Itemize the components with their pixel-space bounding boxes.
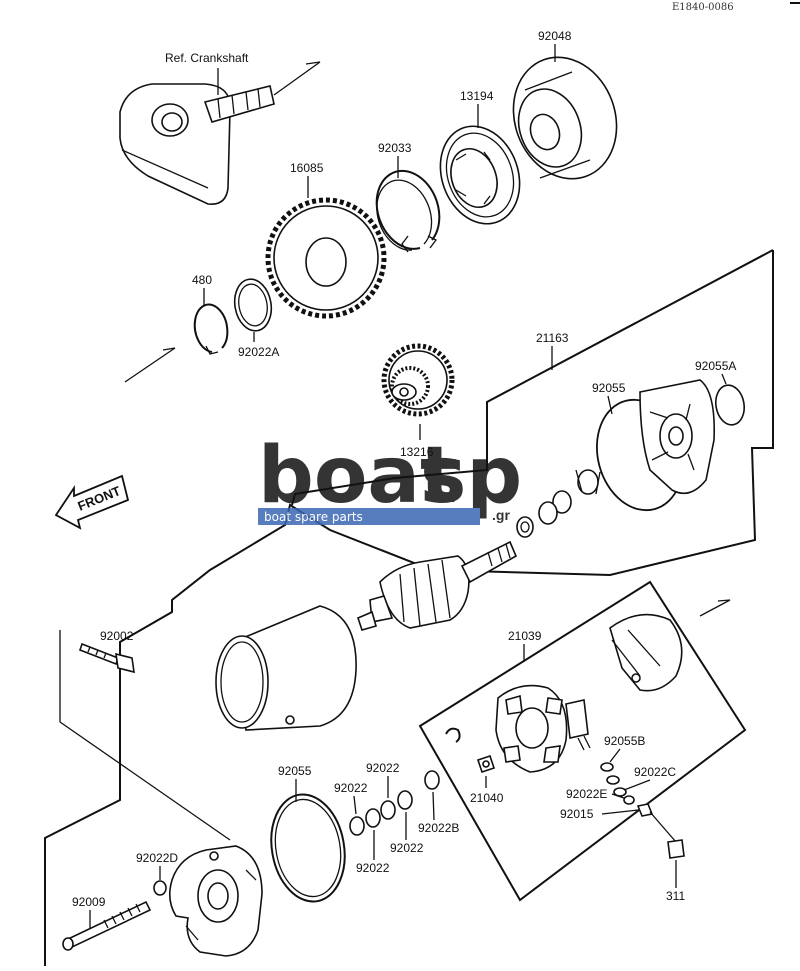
label-92022-d: 92022 bbox=[356, 861, 390, 875]
label-92022A: 92022A bbox=[238, 345, 279, 359]
label-ref-crankshaft: Ref. Crankshaft bbox=[165, 51, 249, 65]
label-13194: 13194 bbox=[460, 89, 494, 103]
leader-92022B bbox=[432, 791, 435, 821]
label-92022C: 92022C bbox=[634, 765, 676, 779]
label-92022D: 92022D bbox=[136, 851, 178, 865]
label-92022B: 92022B bbox=[418, 821, 459, 835]
label-92022-c: 92022 bbox=[390, 841, 424, 855]
leader-92002-diag bbox=[59, 721, 231, 841]
part-92022D-washer bbox=[153, 880, 167, 896]
label-92015: 92015 bbox=[560, 807, 594, 821]
part-yoke-housing bbox=[215, 605, 357, 731]
terminal-centerline bbox=[649, 811, 677, 843]
leader-92055B bbox=[609, 748, 621, 763]
crankshaft-reference bbox=[119, 61, 321, 205]
leader-92022E bbox=[611, 793, 625, 799]
part-92002-bolt bbox=[79, 642, 135, 674]
label-13216: 13216 bbox=[400, 445, 434, 459]
axis-arrowhead-left bbox=[162, 347, 176, 351]
part-brush-holder-cover bbox=[609, 613, 683, 692]
axis-arrow-left bbox=[124, 347, 176, 383]
part-92022-washer-stack bbox=[349, 770, 440, 836]
part-480-circlip bbox=[193, 303, 229, 355]
part-armature bbox=[357, 540, 518, 631]
label-21040: 21040 bbox=[470, 791, 504, 805]
part-21040-brush-nut bbox=[476, 754, 496, 774]
watermark-text-blue: sp bbox=[420, 431, 522, 521]
part-thrust-bearing bbox=[575, 469, 601, 495]
axis-arrow-right bbox=[699, 599, 731, 617]
leader-92015 bbox=[601, 809, 639, 815]
drawing-code: E1840-0086 bbox=[672, 2, 734, 13]
label-92002: 92002 bbox=[100, 629, 134, 643]
leader-92022C bbox=[623, 779, 651, 791]
assembly-outline-connector bbox=[291, 249, 774, 506]
part-92048-starter-clutch-housing bbox=[512, 56, 618, 180]
part-92055-o-ring-bottom bbox=[270, 793, 346, 903]
part-16085-starter-idle-gear bbox=[265, 197, 387, 319]
watermark-logo: boat sp .gr boat spare parts bbox=[258, 431, 522, 525]
label-92033: 92033 bbox=[378, 141, 412, 155]
part-13194-one-way-clutch bbox=[439, 125, 521, 225]
front-direction-arrow: FRONT bbox=[54, 474, 130, 530]
part-92033-circlip bbox=[375, 169, 441, 253]
part-21039-brush-plate bbox=[495, 684, 591, 773]
label-16085: 16085 bbox=[290, 161, 324, 175]
part-92009-bolt bbox=[62, 900, 152, 951]
watermark-text-gray: boat bbox=[258, 431, 457, 521]
assembly-outline-21039 bbox=[418, 580, 747, 902]
label-92055-bottom: 92055 bbox=[278, 764, 312, 778]
label-480: 480 bbox=[192, 273, 212, 287]
label-92055-top: 92055 bbox=[592, 381, 626, 395]
label-311: 311 bbox=[666, 889, 685, 903]
part-front-end-housing bbox=[168, 845, 263, 957]
label-92048: 92048 bbox=[538, 29, 572, 43]
part-311-nut bbox=[667, 839, 685, 859]
part-92015-nut bbox=[636, 803, 654, 817]
watermark-suffix: .gr bbox=[492, 507, 510, 523]
part-92022A-washer bbox=[233, 278, 273, 332]
axis-arrowhead-right bbox=[717, 599, 731, 602]
leader-92022-b bbox=[353, 795, 357, 815]
label-92022-b: 92022 bbox=[334, 781, 368, 795]
label-21039: 21039 bbox=[508, 629, 542, 643]
watermark-tagline-bar bbox=[258, 508, 480, 525]
label-21163: 21163 bbox=[536, 331, 569, 345]
watermark-tagline: boat spare parts bbox=[264, 510, 363, 524]
label-92055A: 92055A bbox=[695, 359, 736, 373]
leader-92055-top bbox=[607, 395, 613, 415]
part-13216-reduction-gear bbox=[381, 343, 455, 417]
leader-92055A bbox=[721, 373, 727, 385]
part-92055A-o-ring bbox=[714, 384, 746, 426]
label-92009: 92009 bbox=[72, 895, 106, 909]
part-terminal-washer-stack bbox=[600, 762, 635, 805]
part-starter-end-cover bbox=[639, 379, 716, 495]
label-92055B: 92055B bbox=[604, 734, 645, 748]
label-92022-a: 92022 bbox=[366, 761, 400, 775]
part-shim-washers-front bbox=[516, 490, 572, 538]
part-brush-spring-clip bbox=[445, 727, 461, 743]
label-92022E: 92022E bbox=[566, 787, 607, 801]
